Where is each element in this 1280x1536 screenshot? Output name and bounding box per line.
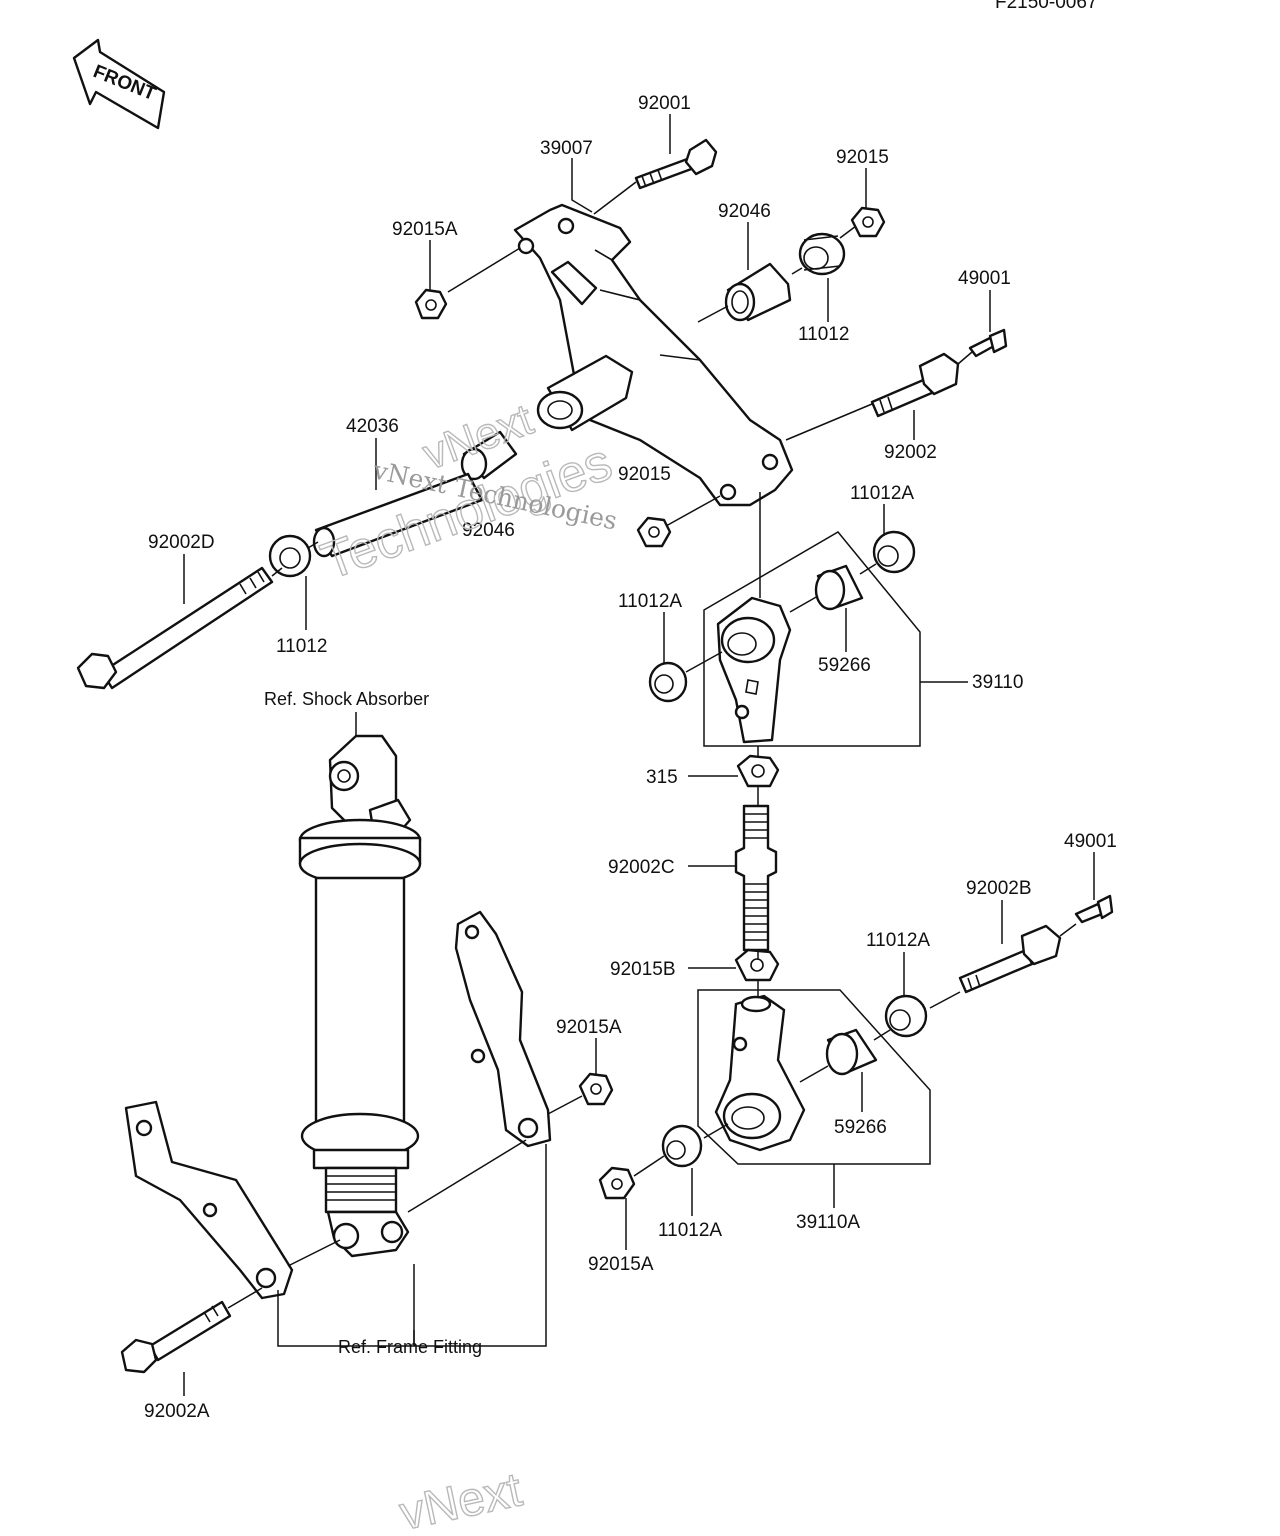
seal-11012-top [798, 232, 846, 276]
label-49001-b: 49001 [1064, 831, 1117, 852]
seal-11012-left [268, 534, 312, 578]
part-labels: 92001 39007 92015 92046 92015A 11012 490… [144, 93, 1117, 1422]
label-92046-b: 92046 [462, 520, 515, 541]
bolt-92002b [958, 924, 1062, 994]
label-92002a: 92002A [144, 1401, 210, 1422]
shock-absorber [298, 734, 422, 1258]
label-39110a: 39110A [796, 1212, 860, 1233]
label-92015-a: 92015 [836, 147, 889, 168]
bushing-92046-top [724, 262, 792, 322]
grease-nipple-49001-top [968, 328, 1008, 358]
seal-11012a-left-bottom [661, 1124, 703, 1168]
bolt-92002 [870, 352, 960, 418]
nut-92015-top [850, 206, 886, 238]
label-59266-a: 59266 [818, 655, 871, 676]
front-arrow-icon: FRONT [72, 38, 166, 130]
seal-11012a-right-bottom [884, 994, 928, 1038]
label-11012a-a: 11012A [850, 483, 914, 504]
rocker-arm-39007 [513, 203, 794, 507]
label-92001: 92001 [638, 93, 691, 114]
label-11012a-b: 11012A [618, 591, 682, 612]
label-ref-frame-fitting: Ref. Frame Fitting [338, 1337, 482, 1357]
label-92002: 92002 [884, 442, 937, 463]
label-92046-a: 92046 [718, 201, 771, 222]
label-92002c: 92002C [608, 857, 675, 878]
label-ref-shock-absorber: Ref. Shock Absorber [264, 689, 429, 709]
bolt-92002d [76, 566, 274, 690]
nut-92015a-top [414, 288, 448, 320]
label-11012-a: 11012 [798, 324, 849, 345]
label-49001-a: 49001 [958, 268, 1011, 289]
sleeve-59266-top [814, 564, 864, 611]
nut-92015a-bottom [598, 1166, 636, 1200]
label-42036: 42036 [346, 416, 399, 437]
label-92015a-b: 92015A [556, 1017, 622, 1038]
sleeve-59266-bottom [825, 1028, 878, 1076]
label-92015-b: 92015 [618, 464, 671, 485]
group-39110a-frame [697, 989, 931, 1165]
grease-nipple-49001-bottom [1074, 894, 1114, 924]
label-39007: 39007 [540, 138, 593, 159]
label-315: 315 [646, 767, 678, 788]
label-92002b: 92002B [966, 878, 1032, 899]
label-92015a-a: 92015A [392, 219, 458, 240]
bushing-92046-mid [460, 430, 518, 481]
watermark-bottom: vNext [395, 1463, 526, 1536]
nut-92015-mid [636, 516, 672, 548]
leader-lines [183, 114, 1095, 1396]
label-39110: 39110 [972, 672, 1023, 693]
label-92015b: 92015B [610, 959, 676, 980]
collar-42036 [312, 472, 484, 558]
label-59266-b: 59266 [834, 1117, 887, 1138]
frame-bracket-left [124, 1100, 294, 1300]
nut-315 [736, 754, 780, 788]
label-11012a-d: 11012A [658, 1220, 722, 1241]
bolt-92001 [634, 138, 718, 190]
label-92002d: 92002D [148, 532, 215, 553]
label-11012a-c: 11012A [866, 930, 930, 951]
tie-rod-39110a [714, 994, 806, 1152]
tie-rod-39110 [716, 596, 792, 744]
label-92015a-c: 92015A [588, 1254, 654, 1275]
rod-92002c [734, 804, 778, 952]
nut-92015a-bottom-right [578, 1072, 614, 1106]
seal-11012a-right-top [872, 530, 916, 574]
nut-92015b [734, 948, 780, 982]
frame-bracket-right [454, 910, 552, 1148]
group-39110-frame [703, 531, 921, 747]
seal-11012a-left-top [648, 661, 688, 703]
label-11012-b: 11012 [276, 636, 327, 657]
doc-code: F2150-0067 [995, 0, 1097, 13]
bolt-92002a [120, 1300, 232, 1374]
